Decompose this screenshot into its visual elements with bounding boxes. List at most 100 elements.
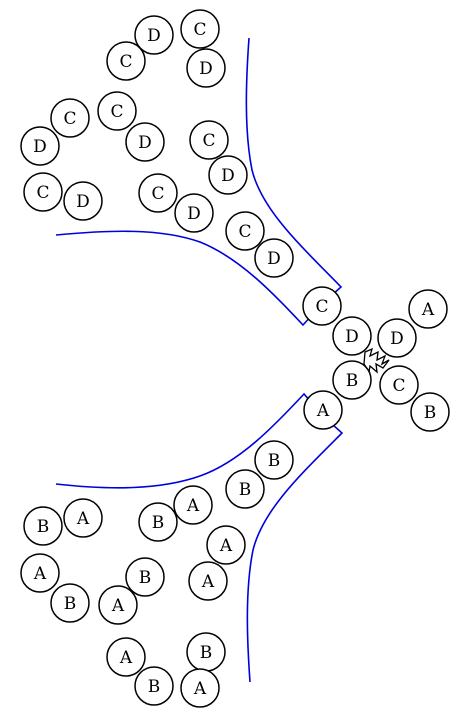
particle-a-lower_region-16: A: [180, 668, 220, 708]
particle-label: D: [390, 329, 404, 349]
particle-label: A: [201, 572, 215, 592]
upper-right-boundary: [245, 37, 343, 305]
particle-circle: [23, 506, 63, 546]
particle-c-upper_region-4: C: [50, 98, 90, 138]
particle-circle: [50, 98, 90, 138]
particle-circle: [254, 238, 294, 278]
particle-label: A: [421, 300, 435, 320]
particle-c-upper_region-8: C: [189, 120, 229, 160]
particle-a-lower_region-5: A: [63, 498, 103, 538]
particle-d-center-1: D: [377, 318, 417, 358]
particle-circle: [106, 637, 146, 677]
particle-circle: [50, 583, 90, 623]
particle-a-lower_region-11: A: [98, 585, 138, 625]
particle-label: C: [36, 183, 49, 203]
particle-circle: [377, 318, 417, 358]
particle-label: B: [152, 513, 165, 533]
particle-label: C: [110, 102, 123, 122]
particle-a-lower_region-12: A: [188, 561, 228, 601]
particle-label: B: [139, 568, 152, 588]
particle-label: B: [424, 403, 437, 423]
particle-c-upper_region-14: C: [225, 211, 265, 251]
particle-a-lower_region-7: A: [206, 525, 246, 565]
particle-c-upper_region-1: C: [180, 9, 220, 49]
particle-label: A: [186, 496, 200, 516]
particle-label: C: [193, 20, 206, 40]
particle-b-lower_region-2: B: [225, 469, 265, 509]
particle-circle: [206, 525, 246, 565]
particle-a-lower_region-0: A: [303, 390, 343, 430]
particle-a-center-4: A: [408, 289, 448, 329]
particle-a-lower_region-3: A: [173, 485, 213, 525]
particle-circle: [379, 365, 419, 405]
particle-b-lower_region-6: B: [23, 506, 63, 546]
particle-circle: [20, 126, 60, 166]
zigzag-bond-icon: [363, 347, 390, 374]
particle-b-lower_region-4: B: [138, 502, 178, 542]
particle-label: A: [119, 648, 133, 668]
particle-label: D: [345, 327, 359, 347]
particle-label: C: [151, 184, 164, 204]
particle-circle: [186, 48, 226, 88]
particle-label: C: [119, 52, 132, 72]
particle-b-lower_region-10: B: [125, 557, 165, 597]
particle-circle: [332, 316, 372, 356]
particle-circle: [303, 390, 343, 430]
particle-label: A: [219, 536, 233, 556]
particle-circle: [180, 668, 220, 708]
particle-a-lower_region-14: A: [106, 637, 146, 677]
particle-circle: [189, 120, 229, 160]
particle-d-upper_region-6: D: [20, 126, 60, 166]
particle-label: D: [221, 166, 235, 186]
particle-b-center-2: B: [332, 360, 372, 400]
particle-c-upper_region-10: C: [23, 172, 63, 212]
particle-label: B: [346, 371, 359, 391]
particle-circle: [20, 553, 60, 593]
particle-a-lower_region-8: A: [20, 553, 60, 593]
lower-left-boundary: [55, 392, 324, 489]
particle-d-upper_region-7: D: [125, 122, 165, 162]
particle-b-center-5: B: [410, 392, 450, 432]
channel-boundaries: [55, 37, 344, 683]
particle-d-upper_region-9: D: [208, 155, 248, 195]
particle-label: D: [147, 26, 161, 46]
particle-d-upper_region-13: D: [174, 193, 214, 233]
particle-label: C: [315, 297, 328, 317]
particle-circle: [174, 193, 214, 233]
particle-label: B: [64, 594, 77, 614]
particle-circle: [125, 557, 165, 597]
particle-circle: [97, 91, 137, 131]
particle-circle: [208, 155, 248, 195]
particle-circle: [254, 440, 294, 480]
particle-b-lower_region-13: B: [186, 632, 226, 672]
particle-circle: [408, 289, 448, 329]
particle-circle: [332, 360, 372, 400]
particle-label: D: [187, 204, 201, 224]
particle-label: A: [33, 564, 47, 584]
particle-circle: [63, 498, 103, 538]
particle-label: B: [239, 480, 252, 500]
particle-label: D: [33, 137, 47, 157]
particle-circle: [106, 41, 146, 81]
particle-c-upper_region-2: C: [106, 41, 146, 81]
particle-c-center-3: C: [379, 365, 419, 405]
particle-circle: [63, 181, 103, 221]
particle-circle: [23, 172, 63, 212]
particle-circle: [138, 173, 178, 213]
particle-d-center-0: D: [332, 316, 372, 356]
particle-circle: [134, 666, 174, 706]
particle-label: B: [148, 677, 161, 697]
particle-label: C: [63, 109, 76, 129]
particle-b-lower_region-9: B: [50, 583, 90, 623]
particle-label: D: [138, 133, 152, 153]
particle-circle: [302, 286, 342, 326]
particle-c-upper_region-16: C: [302, 286, 342, 326]
particle-circle: [225, 469, 265, 509]
particle-circle: [180, 9, 220, 49]
particle-d-upper_region-15: D: [254, 238, 294, 278]
particle-circle: [138, 502, 178, 542]
particle-circle: [173, 485, 213, 525]
particle-circle: [225, 211, 265, 251]
